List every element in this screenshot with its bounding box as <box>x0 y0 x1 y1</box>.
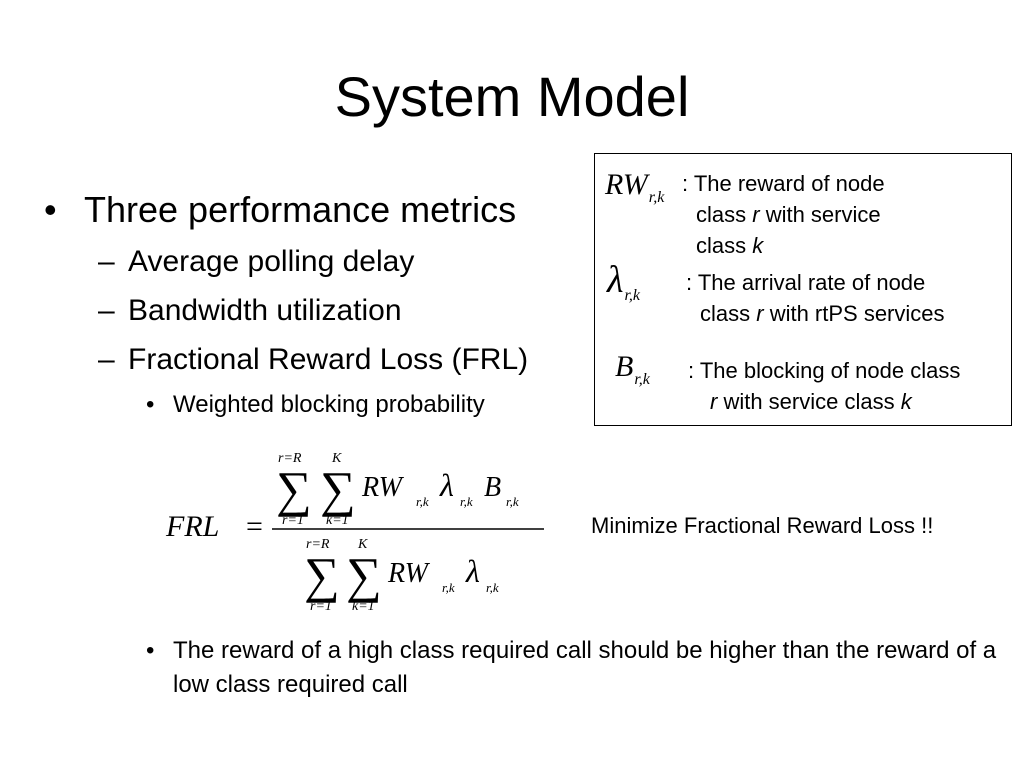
sum-lower-k: k=1 <box>352 599 375 614</box>
sub-bullet-text: Bandwidth utilization <box>128 294 402 327</box>
sum-sign: ∑ <box>320 461 356 517</box>
b-description-line1: : The blocking of node class <box>688 358 961 383</box>
sub-bullet-text: Average polling delay <box>128 245 415 278</box>
num-b: B <box>484 472 501 503</box>
formula-equals: = <box>246 510 263 543</box>
sum-lower-r: r=1 <box>310 599 332 614</box>
rw-symbol: RWr,k <box>605 168 665 206</box>
num-lambda: λ <box>439 467 454 503</box>
dash-marker: – <box>98 245 115 278</box>
sum-lower-k: k=1 <box>326 513 349 528</box>
den-rw: RW <box>387 558 431 589</box>
bullet-text: The reward of a high class required call… <box>173 637 997 698</box>
sub-bullet-text: Fractional Reward Loss (FRL) <box>128 343 529 376</box>
frl-formula: FRL = r=R ∑ r=1 K ∑ k=1 RW r,k λ r,k B r… <box>165 451 544 614</box>
sub-sub-bullet-text: Weighted blocking probability <box>173 391 485 418</box>
sum-upper-r: r=R <box>306 537 330 552</box>
bullet-marker: • <box>146 391 155 418</box>
formula-lhs: FRL <box>165 510 219 543</box>
minimize-note: Minimize Fractional Reward Loss !! <box>591 513 934 538</box>
slide-title: System Model <box>334 65 690 128</box>
sum-sign: ∑ <box>346 547 382 603</box>
sum-sign: ∑ <box>276 461 312 517</box>
rw-description-line2: class r with service <box>696 202 881 227</box>
bullet-marker: • <box>44 189 57 230</box>
den-lambda-sub: r,k <box>486 580 499 595</box>
rw-description-line1: : The reward of node <box>682 171 885 196</box>
lambda-description-line2: class r with rtPS services <box>700 301 945 326</box>
sum-upper-r: r=R <box>278 451 302 466</box>
den-rw-sub: r,k <box>442 580 455 595</box>
b-description-line2: r with service class k <box>710 389 912 414</box>
lambda-symbol: λr,k <box>607 259 641 304</box>
dash-marker: – <box>98 294 115 327</box>
sum-sign: ∑ <box>304 547 340 603</box>
dash-marker: – <box>98 343 115 376</box>
b-symbol: Br,k <box>615 350 650 388</box>
symbol-legend-box: RWr,k : The reward of node class r with … <box>594 153 1012 426</box>
num-lambda-sub: r,k <box>460 494 473 509</box>
num-b-sub: r,k <box>506 494 519 509</box>
den-lambda: λ <box>465 553 480 589</box>
lambda-description-line1: : The arrival rate of node <box>686 270 926 295</box>
sum-upper-k: K <box>331 451 342 466</box>
sum-lower-r: r=1 <box>282 513 304 528</box>
sum-upper-k: K <box>357 537 368 552</box>
bullet-text: Three performance metrics <box>84 189 517 230</box>
num-rw-sub: r,k <box>416 494 429 509</box>
rw-description-line3: class k <box>696 233 764 258</box>
bullet-marker: • <box>146 637 155 664</box>
num-rw: RW <box>361 472 405 503</box>
